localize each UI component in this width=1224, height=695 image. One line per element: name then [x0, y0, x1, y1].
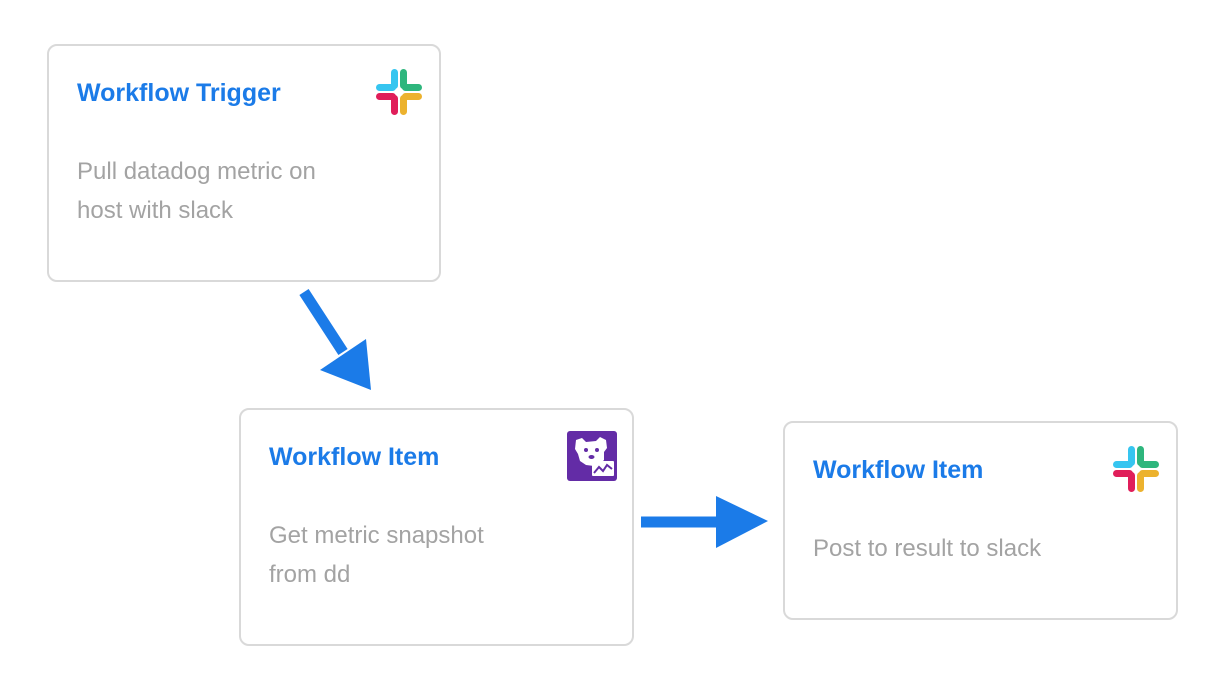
edge-item1-to-item2 [641, 496, 768, 548]
edge-trigger-to-item1 [299, 289, 371, 390]
workflow-item-card-slack[interactable]: Workflow Item Post to result to slack [783, 421, 1178, 620]
datadog-icon [566, 430, 618, 482]
workflow-trigger-card[interactable]: Workflow Trigger Pull datadog metric on … [47, 44, 441, 282]
slack-icon [1110, 443, 1162, 495]
workflow-item-description: Post to result to slack [813, 535, 1042, 562]
workflow-item-title: Workflow Item [269, 443, 440, 471]
slack-icon [373, 66, 425, 118]
workflow-item-title: Workflow Item [813, 456, 984, 484]
workflow-item-card-datadog[interactable]: Workflow Item Get metric snapshot from d… [239, 408, 634, 646]
workflow-trigger-description: Pull datadog metric on host with slack [77, 158, 316, 224]
workflow-trigger-title: Workflow Trigger [77, 79, 281, 107]
workflow-item-description: Get metric snapshot from dd [269, 522, 484, 588]
